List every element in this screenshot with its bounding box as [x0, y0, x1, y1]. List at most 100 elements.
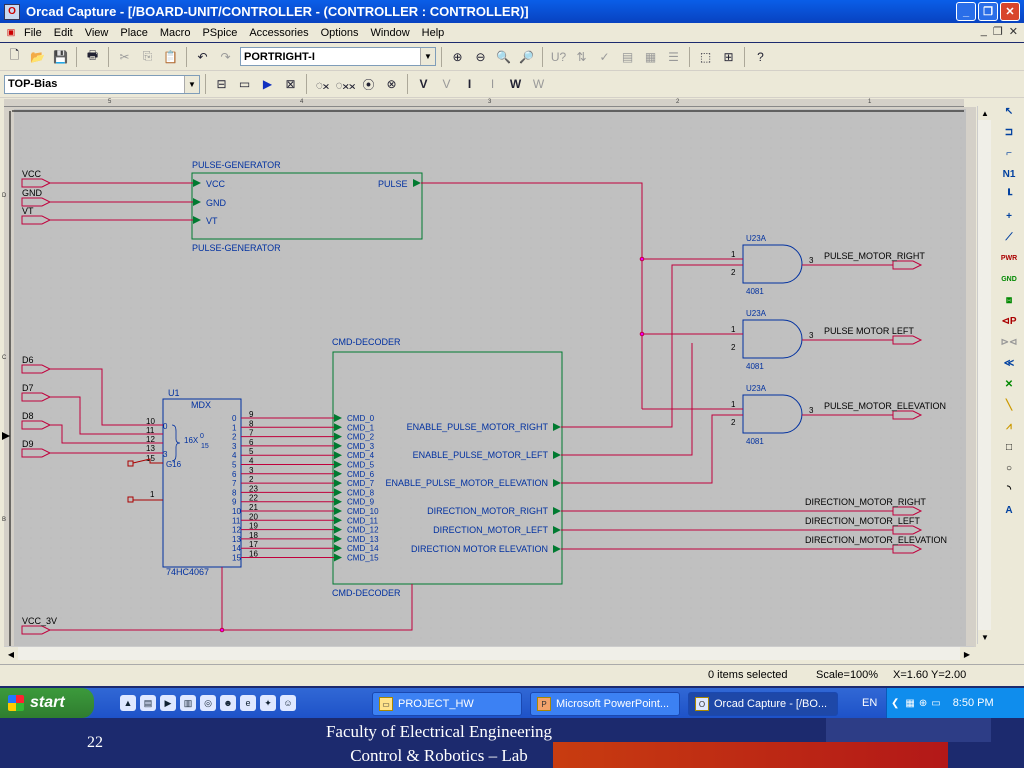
tray-display-icon[interactable]: ▭	[931, 697, 941, 709]
menu-macro[interactable]: Macro	[159, 26, 191, 39]
menu-accessories[interactable]: Accessories	[249, 26, 309, 39]
place-pin-icon[interactable]: ⊳⊲	[1000, 337, 1018, 348]
snap-to-grid-icon[interactable]: ⬚	[699, 49, 712, 64]
cut-icon[interactable]: ✂	[119, 49, 130, 64]
chevron-down-icon[interactable]: ▼	[420, 48, 435, 65]
mdi-restore-button[interactable]: ❐	[992, 26, 1003, 38]
print-icon[interactable]: 🖶	[86, 48, 99, 62]
bias-power-icon[interactable]: W	[509, 77, 522, 91]
zoom-out-icon[interactable]: ⊖	[475, 49, 486, 64]
redo-icon[interactable]: ↷	[220, 49, 231, 64]
help-icon[interactable]: ?	[757, 49, 764, 64]
menu-window[interactable]: Window	[370, 26, 410, 39]
minimize-button[interactable]: _	[956, 2, 976, 21]
cmd-decoder-block[interactable]: CMD-DECODER CMD-DECODER CMD_0CMD_1CMD_2C…	[332, 337, 563, 598]
menu-options[interactable]: Options	[320, 26, 359, 39]
quicklaunch-media-icon[interactable]: ▶	[160, 695, 176, 711]
open-icon[interactable]: 📂	[30, 49, 45, 64]
place-rectangle-icon[interactable]: □	[1005, 442, 1013, 453]
place-net-alias-icon[interactable]: N1	[1002, 169, 1016, 180]
place-part-icon[interactable]: ⊐	[1004, 127, 1014, 138]
annotate-icon[interactable]: U?	[550, 49, 567, 64]
zoom-in-icon[interactable]: ⊕	[452, 49, 463, 64]
menu-edit[interactable]: Edit	[53, 26, 73, 39]
copy-icon[interactable]: ⎘	[142, 49, 153, 63]
part-combo[interactable]: PORTRIGHT-I ▼	[240, 47, 436, 66]
edit-simulation-icon[interactable]: ▭	[238, 77, 251, 91]
scroll-down-icon[interactable]: ▼	[978, 630, 992, 644]
quicklaunch-doc-icon[interactable]: ▤	[140, 695, 156, 711]
back-annotate-icon[interactable]: ⇅	[576, 49, 587, 64]
menu-pspice[interactable]: PSpice	[202, 26, 238, 39]
new-icon[interactable]: 🗋	[9, 48, 20, 62]
task-powerpoint[interactable]: P Microsoft PowerPoint...	[530, 692, 680, 716]
scroll-right-icon[interactable]: ▶	[960, 647, 974, 661]
place-power-icon[interactable]: PWR	[1000, 255, 1018, 262]
project-manager-icon[interactable]: ⊞	[723, 49, 734, 64]
task-orcad[interactable]: O Orcad Capture - [/BO...	[688, 692, 838, 716]
tray-network-icon[interactable]: ⊕	[918, 697, 928, 709]
current-marker-icon[interactable]: ⦿	[362, 77, 375, 92]
place-text-icon[interactable]: A	[1005, 505, 1013, 516]
place-junction-icon[interactable]: +	[1006, 211, 1012, 222]
save-icon[interactable]: 💾	[53, 49, 68, 64]
document-icon[interactable]: ▣	[6, 27, 16, 37]
zoom-all-icon[interactable]: 🔎	[519, 49, 534, 64]
place-wire-icon[interactable]: ⌐	[1006, 148, 1012, 159]
quicklaunch-chrome-icon[interactable]: ◎	[200, 695, 216, 711]
place-line-icon[interactable]: ╲	[1005, 400, 1013, 411]
bias-current-icon[interactable]: I	[467, 77, 472, 91]
orcad-app-icon[interactable]: O	[4, 3, 20, 20]
bias-voltage-icon[interactable]: V	[419, 77, 428, 91]
place-no-connect-icon[interactable]: ✕	[1004, 379, 1014, 390]
quicklaunch-book-icon[interactable]: ▥	[180, 695, 196, 711]
quicklaunch-users-icon[interactable]: ☻	[220, 695, 236, 711]
place-bus-icon[interactable]: ┖	[1005, 190, 1013, 201]
cross-reference-icon[interactable]: ▦	[644, 49, 657, 64]
run-icon[interactable]: ▶	[262, 77, 273, 91]
place-hierarchical-block-icon[interactable]: ⧈	[1005, 295, 1013, 306]
voltage-marker-icon[interactable]: ᯬ	[315, 77, 330, 92]
select-icon[interactable]: ↖	[1004, 106, 1014, 117]
drc-icon[interactable]: ✓	[599, 49, 610, 64]
mux-74hc4067[interactable]: U1 MDX 74HC4067 16X 0 15 G16 0 3 1011121…	[127, 388, 258, 577]
bill-of-materials-icon[interactable]: ☰	[668, 49, 679, 64]
quicklaunch-tool-icon[interactable]: ✦	[260, 695, 276, 711]
netlist-icon[interactable]: ▤	[621, 49, 634, 64]
diff-marker-icon[interactable]: ᯬᯬ	[335, 77, 356, 92]
menu-file[interactable]: File	[24, 26, 42, 39]
bias-voltage-sel-icon[interactable]: V	[442, 77, 451, 91]
start-button[interactable]: start	[0, 688, 94, 718]
tray-expand-icon[interactable]: ❮	[891, 697, 900, 709]
power-marker-icon[interactable]: ⊗	[386, 77, 397, 91]
bias-power-sel-icon[interactable]: W	[532, 77, 545, 91]
mdi-minimize-button[interactable]: _	[980, 25, 987, 37]
quicklaunch-app-icon[interactable]: ▲	[120, 695, 136, 711]
language-indicator[interactable]: EN	[862, 697, 878, 709]
undo-icon[interactable]: ↶	[197, 49, 208, 64]
close-button[interactable]: ✕	[1000, 2, 1020, 21]
scroll-up-icon[interactable]: ▲	[978, 106, 992, 120]
place-ellipse-icon[interactable]: ○	[1005, 463, 1013, 474]
view-results-icon[interactable]: ⊠	[285, 77, 296, 91]
pulse-generator-block[interactable]: PULSE-GENERATOR PULSE-GENERATOR VCC GND …	[191, 160, 423, 253]
menu-view[interactable]: View	[84, 26, 109, 39]
horizontal-scrollbar[interactable]: ◀ ▶	[4, 646, 974, 661]
place-bus-entry-icon[interactable]: ⟋	[1005, 232, 1013, 243]
tray-app-icon[interactable]: ▦	[905, 697, 915, 709]
net-combo[interactable]: TOP-Bias ▼	[4, 74, 200, 94]
quicklaunch-game-icon[interactable]: ☺	[280, 695, 296, 711]
place-polyline-icon[interactable]: ⩘	[1006, 421, 1012, 432]
place-arc-icon[interactable]: ◝	[1007, 484, 1011, 495]
zoom-area-icon[interactable]: 🔍	[496, 49, 511, 64]
task-project-hw[interactable]: ▭ PROJECT_HW	[372, 692, 522, 716]
vertical-scrollbar[interactable]: ▲ ▼	[977, 106, 992, 644]
quicklaunch-ie-icon[interactable]: e	[240, 695, 256, 711]
bias-current-sel-icon[interactable]: I	[490, 77, 495, 91]
scroll-left-icon[interactable]: ◀	[4, 647, 18, 661]
menu-place[interactable]: Place	[120, 26, 148, 39]
place-off-page-icon[interactable]: ≪	[1003, 358, 1015, 369]
new-simulation-icon[interactable]: ⊟	[216, 77, 227, 91]
